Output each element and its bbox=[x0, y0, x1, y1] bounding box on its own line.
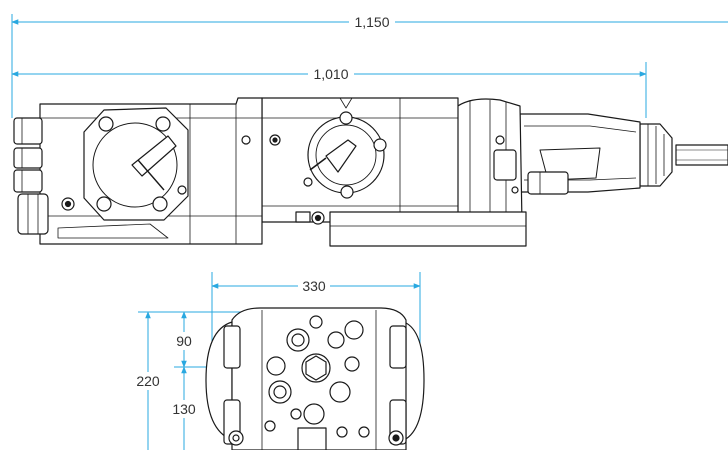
front-fittings bbox=[13, 117, 49, 235]
upper-offset-label: 90 bbox=[176, 333, 192, 349]
end-height-label: 220 bbox=[136, 373, 160, 389]
dimension-labels: 1,150 1,010 330 220 90 130 bbox=[132, 13, 395, 418]
body-length-label: 1,010 bbox=[313, 66, 348, 82]
motor-housing bbox=[454, 98, 523, 232]
cable-gland bbox=[639, 123, 673, 187]
lower-offset-label: 130 bbox=[172, 401, 196, 417]
side-view bbox=[13, 97, 728, 247]
end-view bbox=[205, 307, 425, 450]
inspection-cover bbox=[303, 111, 387, 199]
cable bbox=[675, 144, 728, 166]
end-width-label: 330 bbox=[302, 278, 326, 294]
rear-handle bbox=[519, 113, 641, 195]
overall-length-label: 1,150 bbox=[354, 14, 389, 30]
gear-cover bbox=[83, 107, 189, 221]
end-view-right-bulge bbox=[403, 321, 425, 441]
